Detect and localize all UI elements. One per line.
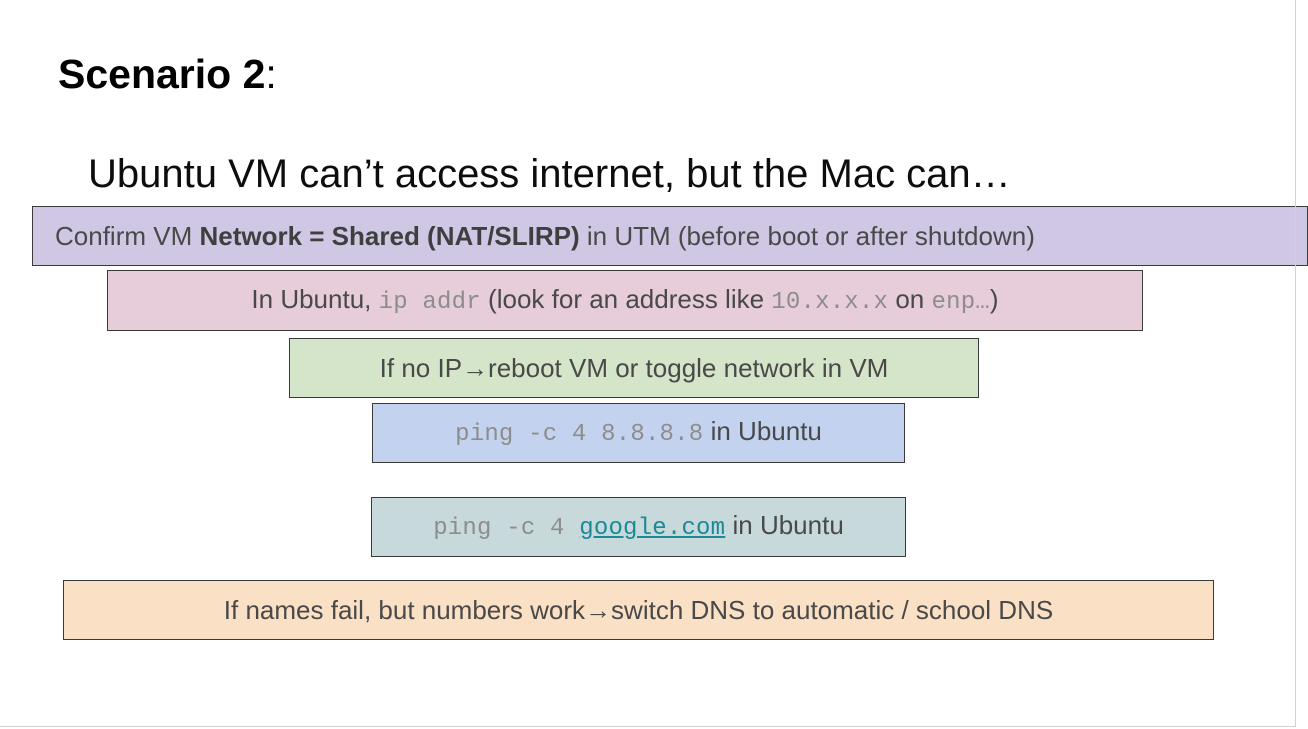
callout-ip-addr-text: In Ubuntu, ip addr (look for an address …: [251, 284, 998, 318]
text-run: in Ubuntu: [725, 510, 844, 540]
text-run-bold: Network = Shared (NAT/SLIRP): [199, 221, 580, 251]
code-run: 10.x.x.x: [771, 288, 889, 316]
callout-network-shared-text: Confirm VM Network = Shared (NAT/SLIRP) …: [55, 221, 1035, 251]
callout-ip-addr: In Ubuntu, ip addr (look for an address …: [107, 270, 1143, 331]
page-subtitle: Ubuntu VM can’t access internet, but the…: [88, 152, 1011, 196]
callout-no-ip-reboot-text: If no IP→reboot VM or toggle network in …: [380, 353, 889, 383]
text-run: ): [989, 283, 999, 314]
code-run: ip addr: [378, 288, 481, 316]
code-run: ping -c 4: [433, 515, 580, 542]
text-run: In Ubuntu,: [251, 283, 379, 314]
text-run: If names fail, but numbers work→switch D…: [223, 595, 1054, 625]
callout-network-shared: Confirm VM Network = Shared (NAT/SLIRP) …: [32, 206, 1308, 266]
text-run: Confirm VM: [55, 221, 200, 251]
code-run: ping -c 4 8.8.8.8: [455, 421, 704, 448]
page-title-bold: Scenario 2: [58, 51, 266, 97]
page-title-colon: :: [265, 51, 277, 97]
callout-ping-ip-text: ping -c 4 8.8.8.8 in Ubuntu: [455, 416, 822, 450]
callout-no-ip-reboot: If no IP→reboot VM or toggle network in …: [289, 338, 979, 398]
hyperlink-google-com[interactable]: google.com: [579, 515, 726, 542]
callout-switch-dns: If names fail, but numbers work→switch D…: [63, 580, 1214, 640]
page-title: Scenario 2:: [58, 50, 277, 98]
callout-ping-dns: ping -c 4 google.com in Ubuntu: [371, 497, 906, 557]
text-run: If no IP→reboot VM or toggle network in …: [379, 353, 889, 383]
callout-switch-dns-text: If names fail, but numbers work→switch D…: [224, 595, 1053, 625]
code-run: enp…: [931, 288, 990, 316]
text-run: on: [888, 283, 932, 314]
text-run: (look for an address like: [480, 283, 772, 314]
text-run: in UTM (before boot or after shutdown): [579, 221, 1035, 251]
text-run: in Ubuntu: [703, 416, 822, 446]
callout-ping-ip: ping -c 4 8.8.8.8 in Ubuntu: [372, 403, 905, 463]
callout-ping-dns-text: ping -c 4 google.com in Ubuntu: [433, 510, 844, 544]
